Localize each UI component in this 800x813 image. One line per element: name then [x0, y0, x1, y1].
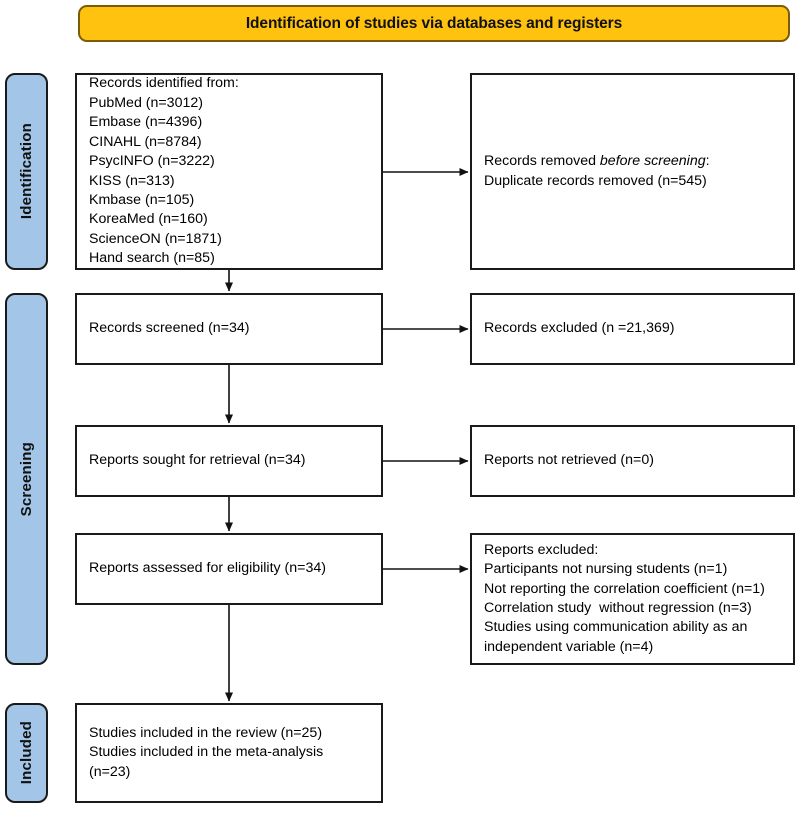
stage-label-included: Included	[18, 721, 35, 785]
box-records-excluded: Records excluded (n =21,369)	[470, 293, 795, 365]
records-removed-duplicates: Duplicate records removed (n=545)	[484, 172, 707, 189]
banner-title: Identification of studies via databases …	[245, 14, 623, 32]
box-records-identified: Records identified from: PubMed (n=3012)…	[75, 73, 383, 270]
reports-not-retrieved-text: Reports not retrieved (n=0)	[484, 452, 654, 469]
records-removed-prefix: Records removed	[484, 153, 600, 170]
identification-banner: Identification of studies via databases …	[78, 5, 790, 42]
records-removed-text: Records removed before screening: Duplica…	[472, 152, 793, 191]
records-excluded-text: Records excluded (n =21,369)	[484, 320, 675, 337]
stage-bar-screening: Screening	[5, 293, 48, 665]
reports-assessed-text: Reports assessed for eligibility (n=34)	[89, 560, 326, 577]
box-reports-excluded: Reports excluded: Participants not nursi…	[470, 533, 795, 665]
records-screened-text: Records screened (n=34)	[89, 320, 250, 337]
reports-excluded-text: Reports excluded: Participants not nursi…	[484, 541, 765, 655]
records-identified-text: Records identified from: PubMed (n=3012)…	[89, 75, 239, 267]
stage-bar-included: Included	[5, 703, 48, 803]
box-reports-not-retrieved: Reports not retrieved (n=0)	[470, 425, 795, 497]
box-records-removed: Records removed before screening: Duplica…	[470, 73, 795, 270]
records-removed-emphasis: before screening	[599, 153, 706, 170]
studies-included-text: Studies included in the review (n=25) St…	[89, 724, 324, 780]
stage-label-identification: Identification	[18, 123, 35, 220]
box-reports-sought-for-retrieval: Reports sought for retrieval (n=34)	[75, 425, 383, 497]
stage-bar-identification: Identification	[5, 73, 48, 270]
box-studies-included: Studies included in the review (n=25) St…	[75, 703, 383, 803]
box-records-screened: Records screened (n=34)	[75, 293, 383, 365]
box-reports-assessed-for-eligibility: Reports assessed for eligibility (n=34)	[75, 533, 383, 605]
records-removed-suffix: :	[705, 153, 710, 170]
reports-sought-text: Reports sought for retrieval (n=34)	[89, 452, 306, 469]
stage-label-screening: Screening	[18, 441, 35, 517]
